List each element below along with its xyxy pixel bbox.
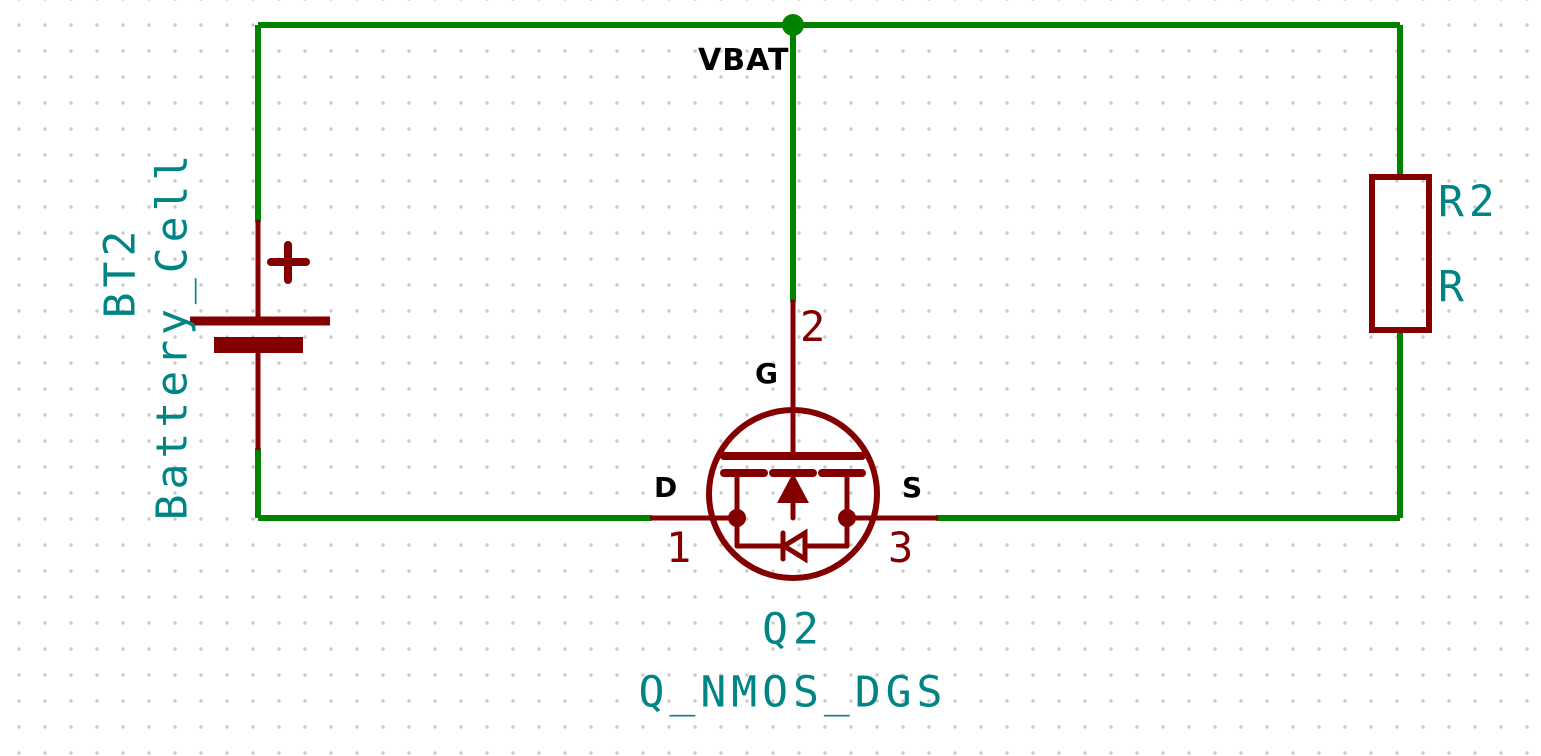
pin-number-3: 3	[888, 523, 914, 572]
plus-sign-icon	[267, 241, 310, 284]
reference-q2[interactable]: Q2	[762, 604, 824, 655]
wire-net[interactable]	[255, 22, 1403, 521]
substrate-arrow-icon	[777, 473, 809, 503]
junction-dot[interactable]	[782, 14, 804, 36]
pin-name-d: D	[654, 471, 678, 504]
nmos-symbol[interactable]	[649, 299, 939, 581]
pin-number-2: 2	[800, 302, 826, 351]
battery-symbol[interactable]	[190, 219, 330, 451]
resistor-symbol[interactable]	[1369, 174, 1432, 333]
value-battery-cell[interactable]: Battery_Cell	[147, 149, 198, 521]
value-q-nmos-dgs[interactable]: Q_NMOS_DGS	[638, 667, 948, 718]
pin-name-s: S	[902, 471, 923, 504]
pin-name-g: G	[755, 357, 778, 390]
pin-number-1: 1	[666, 523, 692, 572]
body-diode-icon	[734, 515, 850, 564]
reference-r2[interactable]: R2	[1438, 177, 1500, 227]
net-label-vbat[interactable]: VBAT	[698, 43, 790, 78]
value-r[interactable]: R	[1438, 262, 1469, 312]
reference-bt2[interactable]: BT2	[95, 225, 146, 319]
